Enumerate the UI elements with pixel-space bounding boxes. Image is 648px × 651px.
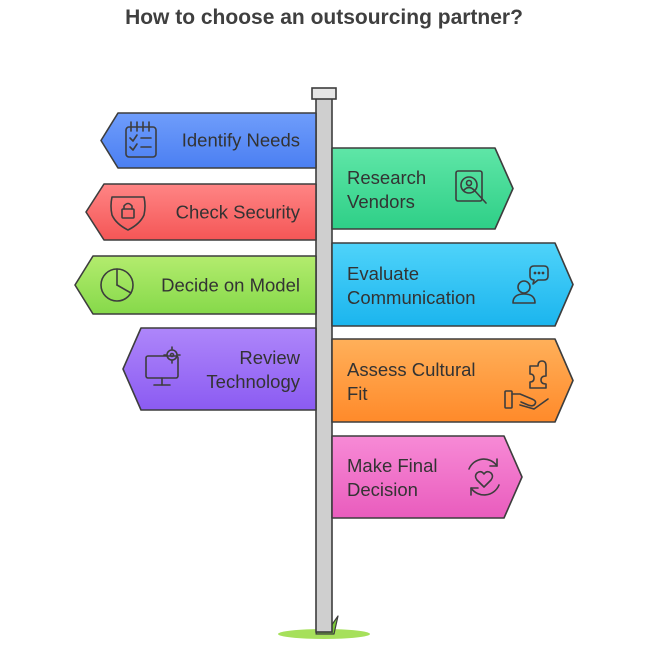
- sign-review-technology: Review Technology: [122, 327, 317, 411]
- sign-label: Decision: [347, 479, 418, 500]
- sign-label: Technology: [206, 371, 300, 392]
- checklist-icon: [125, 121, 157, 158]
- person-chat-icon: [512, 265, 549, 304]
- shield-lock-icon: [110, 196, 146, 231]
- sign-label: Assess Cultural: [347, 359, 476, 380]
- document-search-icon: [455, 170, 487, 204]
- sign-label: Vendors: [347, 191, 415, 212]
- pie-chart-icon: [100, 268, 134, 302]
- sign-make-final-decision: Make Final Decision: [331, 435, 523, 519]
- sign-identify-needs: Identify Needs: [100, 112, 317, 169]
- sign-check-security: Check Security: [85, 183, 317, 241]
- sign-label: Decide on Model: [161, 275, 300, 296]
- sign-label: Fit: [347, 383, 368, 404]
- heart-cycle-icon: [468, 458, 500, 496]
- sign-label: Review: [239, 347, 300, 368]
- sign-assess-cultural-fit: Assess Cultural Fit: [331, 338, 574, 423]
- sign-label: Make Final: [347, 455, 437, 476]
- sign-research-vendors: Research Vendors: [331, 147, 514, 230]
- sign-label: Research: [347, 167, 426, 188]
- sign-evaluate-communication: Evaluate Communication: [331, 242, 574, 327]
- sign-label: Check Security: [176, 202, 301, 223]
- sign-label: Evaluate: [347, 263, 419, 284]
- monitor-gear-icon: [145, 346, 181, 386]
- sign-label: Communication: [347, 287, 476, 308]
- diagram-title: How to choose an outsourcing partner?: [125, 6, 523, 29]
- sign-decide-model: Decide on Model: [74, 255, 317, 315]
- sign-label: Identify Needs: [182, 130, 300, 151]
- hand-puzzle-icon: [504, 360, 549, 410]
